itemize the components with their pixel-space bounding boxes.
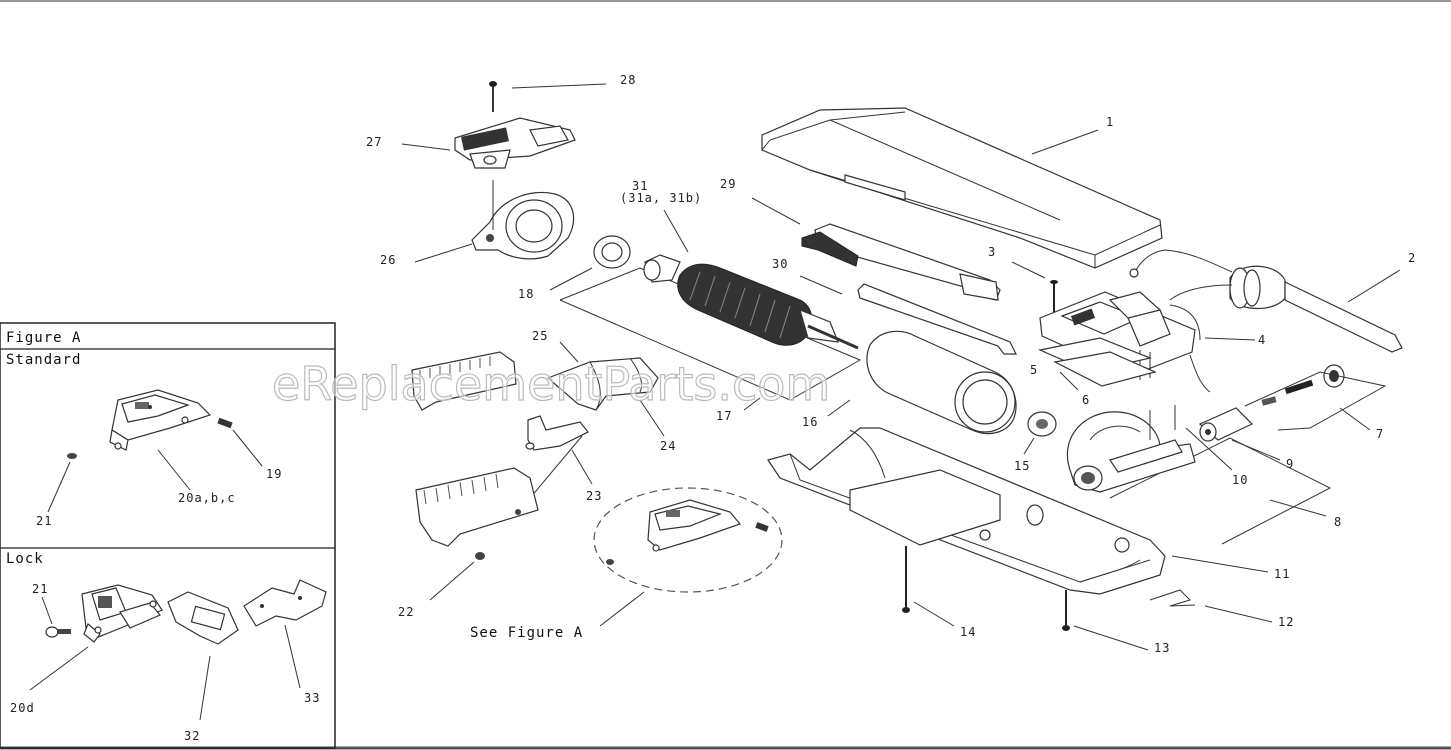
part-24-upper-blade (411, 351, 517, 411)
label-part-27: 27 (366, 135, 382, 149)
part-7-spring-group (1261, 364, 1345, 406)
standard-screw (67, 453, 77, 459)
label-part-25: 25 (532, 329, 548, 343)
label-part-30: 30 (772, 257, 788, 271)
label-std-20: 20a,b,c (178, 491, 236, 505)
part-12-clip (1149, 589, 1196, 607)
part-15-washer (1027, 411, 1057, 437)
part-11-bottom-housing (767, 427, 1166, 595)
watermark: eReplacementParts.com (272, 357, 830, 411)
part-29-brush-holder (801, 223, 1001, 301)
label-part-8: 8 (1334, 515, 1342, 529)
figure-standard-label: Standard (6, 352, 81, 368)
figure-a-frame (0, 322, 336, 749)
label-part-7: 7 (1376, 427, 1384, 441)
label-part-16: 16 (802, 415, 818, 429)
part-4-switch-assembly (1039, 291, 1211, 393)
lock-latch (81, 584, 163, 643)
standard-spring (217, 417, 233, 429)
label-part-3: 3 (988, 245, 996, 259)
label-part-12: 12 (1278, 615, 1294, 629)
part-14-screw (902, 546, 910, 613)
part-23-blade-drive (525, 415, 589, 451)
part-16-stator (866, 330, 1017, 435)
standard-latch (109, 389, 212, 451)
label-part-17: 17 (716, 409, 732, 423)
label-part-29: 29 (720, 177, 736, 191)
label-part-1: 1 (1106, 115, 1114, 129)
label-part-28: 28 (620, 73, 636, 87)
part-6-insulator (1053, 351, 1157, 387)
figure-lock-label: Lock (6, 551, 44, 567)
label-part-11: 11 (1274, 567, 1290, 581)
label-std-19: 19 (266, 467, 282, 481)
label-part-4: 4 (1258, 333, 1266, 347)
part-9-bushing (1198, 407, 1254, 442)
part-31-armature (643, 254, 859, 350)
label-part-2: 2 (1408, 251, 1416, 265)
label-part-31-sub: (31a, 31b) (620, 191, 702, 205)
part-2-cord (1129, 249, 1403, 353)
part-27-bracket (454, 117, 576, 169)
label-part-24: 24 (660, 439, 676, 453)
part-30-spring-wire (857, 283, 1017, 355)
label-part-10: 10 (1232, 473, 1248, 487)
label-part-9: 9 (1286, 457, 1294, 471)
see-figure-a-callout (593, 487, 783, 593)
bearing-housing (1066, 405, 1196, 493)
label-part-15: 15 (1014, 459, 1030, 473)
part-3-screw (1050, 280, 1058, 312)
label-std-21: 21 (36, 514, 52, 528)
label-part-14: 14 (960, 625, 976, 639)
label-lock-20d: 20d (10, 701, 35, 715)
label-part-31: 31 (632, 179, 648, 193)
part-13-screw (1062, 590, 1070, 631)
lock-plate-32 (167, 591, 239, 645)
label-part-26: 26 (380, 253, 396, 267)
lock-plate-33 (243, 579, 327, 627)
part-1-top-housing (761, 107, 1163, 269)
see-figure-a-label: See Figure A (470, 625, 583, 641)
figure-a-title: Figure A (6, 330, 81, 346)
label-lock-33: 33 (304, 691, 320, 705)
lock-screw (45, 626, 71, 638)
label-part-22: 22 (398, 605, 414, 619)
label-part-5: 5 (1030, 363, 1038, 377)
label-lock-21: 21 (32, 582, 48, 596)
label-part-13: 13 (1154, 641, 1170, 655)
figure-a-inset: Figure A Standard Lock 19 20a,b,c 21 (0, 322, 336, 749)
part-25-blade-guide (546, 357, 659, 411)
part-26-front-cap (471, 180, 575, 260)
label-lock-32: 32 (184, 729, 200, 743)
label-part-6: 6 (1082, 393, 1090, 407)
part-18-bearing (593, 235, 631, 269)
label-part-18: 18 (518, 287, 534, 301)
part-28-screw (489, 81, 497, 112)
label-part-23: 23 (586, 489, 602, 503)
part-22-lower-blade (415, 467, 539, 560)
